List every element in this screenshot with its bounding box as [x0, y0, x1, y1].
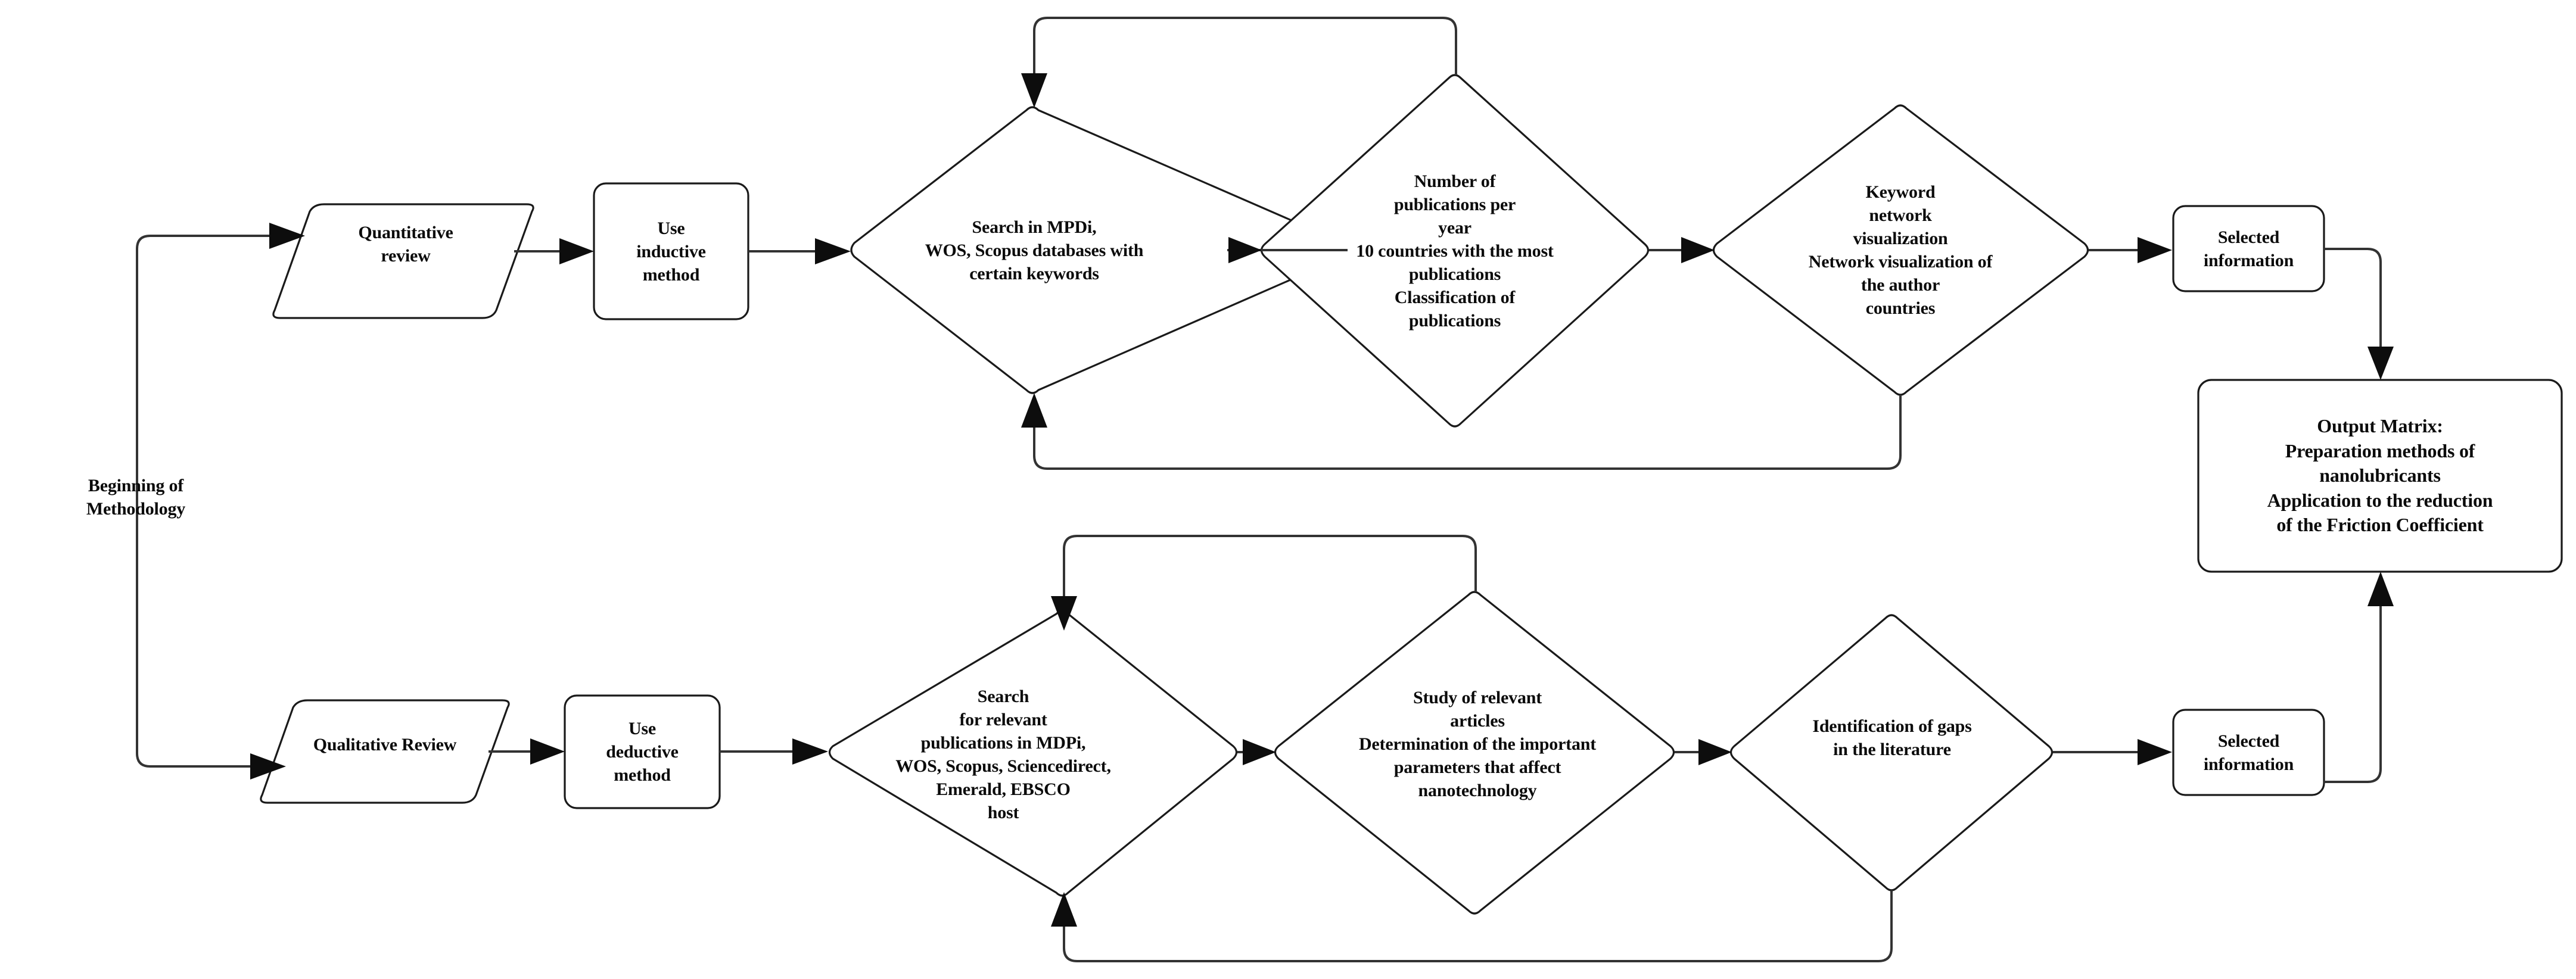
- shape-search-databases-qual[interactable]: [828, 610, 1238, 897]
- arrowhead-to-output-top: [2367, 347, 2394, 380]
- arrowhead-to-gaps: [1698, 739, 1732, 765]
- arrowhead-to-qualitative: [250, 753, 286, 780]
- arrowhead-feedback-top-qual: [1051, 596, 1077, 631]
- shape-use-inductive-method[interactable]: [593, 182, 749, 320]
- shape-search-databases-quant[interactable]: [850, 106, 1348, 394]
- edge-selected-bottom-to-output: [2324, 606, 2382, 783]
- edge-feedback-study-to-search-qual: [1063, 535, 1477, 596]
- shape-qualitative-review[interactable]: [260, 699, 510, 804]
- edge-start-to-quantitative: [136, 235, 269, 250]
- arrowhead-to-search-qual: [792, 738, 828, 765]
- arrowhead-to-selected-top: [2138, 237, 2172, 263]
- arrowhead-feedback-top-quant: [1021, 73, 1047, 108]
- edge-start-to-qualitative: [136, 753, 250, 768]
- shape-output-matrix[interactable]: [2197, 379, 2563, 573]
- edge-selected-top-to-output: [2324, 248, 2382, 347]
- arrowhead-to-network: [1681, 237, 1715, 263]
- shape-study-articles[interactable]: [1274, 591, 1675, 915]
- shape-identification-gaps[interactable]: [1729, 614, 2054, 891]
- edge-feedback-network-to-search-quant: [1033, 395, 1902, 470]
- arrowhead-to-quantitative: [269, 223, 305, 249]
- shape-quantitative-review[interactable]: [272, 203, 534, 319]
- arrowhead-to-selected-bottom: [2138, 739, 2172, 765]
- shape-network-visualization[interactable]: [1712, 104, 2089, 396]
- arrowhead-to-stats: [1228, 237, 1262, 263]
- arrowhead-to-study: [1243, 739, 1276, 765]
- arrowhead-to-inductive: [559, 238, 594, 264]
- shape-publication-statistics[interactable]: [1260, 74, 1650, 428]
- edge-feedback-gaps-to-search-qual: [1063, 890, 1893, 962]
- shape-selected-information-bottom[interactable]: [2172, 709, 2325, 796]
- edge-feedback-stats-to-search-quant: [1033, 17, 1457, 75]
- arrowhead-to-output-bottom: [2367, 572, 2394, 606]
- arrowhead-feedback-bottom-quant: [1021, 393, 1047, 428]
- arrowhead-to-search-quant: [815, 238, 851, 264]
- shape-use-deductive-method[interactable]: [564, 694, 721, 809]
- arrowhead-to-deductive: [530, 738, 565, 765]
- shape-selected-information-top[interactable]: [2172, 205, 2325, 292]
- arrowhead-feedback-bottom-qual: [1051, 892, 1077, 927]
